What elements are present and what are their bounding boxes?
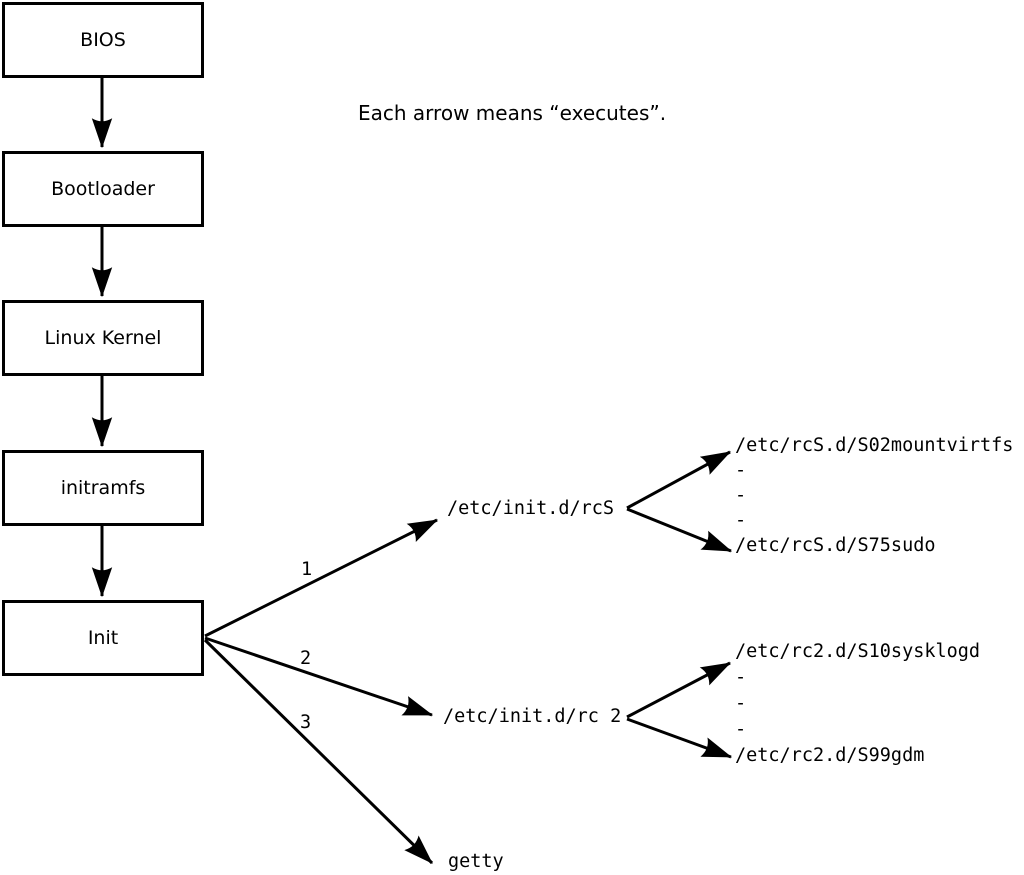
label-etc-init-d-rc2: /etc/init.d/rc 2 [443, 706, 622, 727]
node-initramfs: initramfs [2, 450, 204, 526]
label-getty: getty [448, 851, 504, 872]
arrow-number-1: 1 [301, 559, 313, 580]
rc2-child-s10sysklogd: /etc/rc2.d/S10sysklogd [735, 641, 981, 662]
node-init: Init [2, 600, 204, 676]
arrow-init-to-getty [203, 638, 434, 865]
rcs-child-ellipsis-3: - [735, 510, 747, 531]
node-linux-kernel-label: Linux Kernel [44, 327, 162, 349]
rc2-child-ellipsis-2: - [735, 693, 747, 714]
arrow-rcs-to-s75sudo [626, 507, 733, 553]
rcs-child-ellipsis-1: - [735, 460, 747, 481]
arrow-rc2-to-s99gdm [626, 717, 733, 759]
node-bootloader-label: Bootloader [51, 178, 155, 200]
rcs-child-s02mountvirtfs: /etc/rcS.d/S02mountvirtfs [735, 435, 1014, 456]
node-bios-label: BIOS [80, 29, 126, 51]
rc2-child-ellipsis-3: - [735, 719, 747, 740]
rc2-child-s99gdm: /etc/rc2.d/S99gdm [735, 745, 925, 766]
node-bios: BIOS [2, 2, 204, 78]
node-bootloader: Bootloader [2, 151, 204, 227]
legend-note: Each arrow means “executes”. [358, 101, 667, 125]
arrow-number-2: 2 [300, 648, 312, 669]
label-etc-init-d-rcs: /etc/init.d/rcS [447, 498, 615, 519]
arrow-number-3: 3 [300, 712, 312, 733]
arrow-rc2-to-s10sysklogd [626, 661, 732, 719]
node-initramfs-label: initramfs [60, 477, 146, 499]
arrow-init-to-rc2 [204, 636, 434, 717]
rcs-child-s75sudo: /etc/rcS.d/S75sudo [735, 535, 936, 556]
node-init-label: Init [87, 627, 119, 649]
node-linux-kernel: Linux Kernel [2, 300, 204, 376]
arrow-rcs-to-s02mountvirtfs [626, 450, 732, 510]
rcs-child-ellipsis-2: - [735, 485, 747, 506]
arrow-init-to-rcs [204, 518, 439, 638]
rc2-child-ellipsis-1: - [735, 667, 747, 688]
